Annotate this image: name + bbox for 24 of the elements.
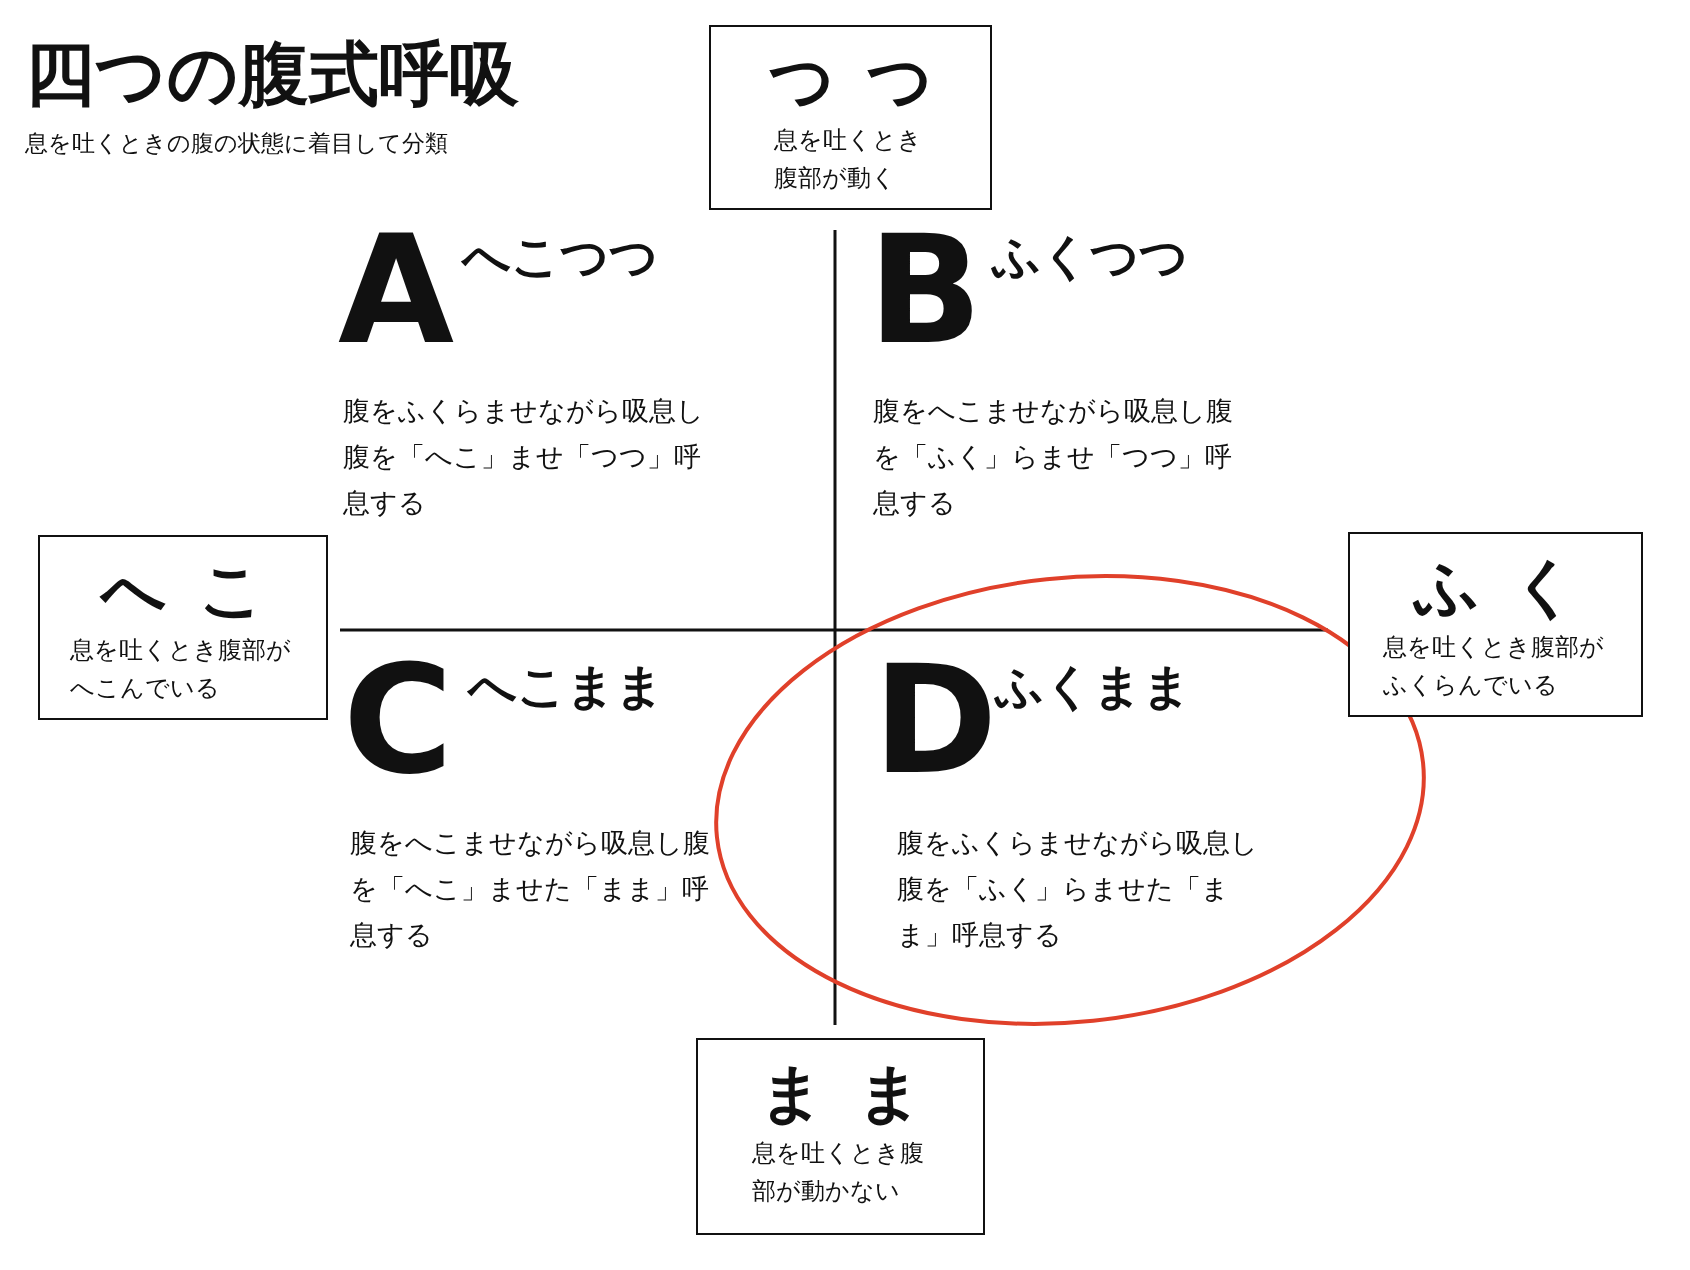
category-box (1348, 532, 1643, 717)
category-box (696, 1038, 985, 1235)
quadrant-description: 腹をふくらませながら吸息し腹を「ふく」らませた「まま」呼息する (897, 826, 1259, 952)
box-heading: まま (758, 1058, 955, 1129)
quadrant-name: へこつつ (462, 232, 658, 280)
category-box (709, 25, 992, 210)
box-description: 息を吐くとき腹部がふくらんでいる (1382, 632, 1605, 702)
quadrant-description: 腹をへこませながら吸息し腹を「ふく」らませ「つつ」呼息する (873, 394, 1234, 520)
box-description: 息を吐くとき腹部が動く (773, 125, 923, 195)
quadrant-name: ふくつつ (992, 232, 1188, 280)
title: 四つの腹式呼吸 (25, 32, 519, 117)
subtitle: 息を吐くときの腹の状態に着目して分類 (25, 129, 448, 158)
category-box (38, 535, 328, 720)
quadrant-description: 腹をふくらませながら吸息し腹を「へこ」ませ「つつ」呼息する (343, 394, 705, 520)
box-description: 息を吐くとき腹部が動かない (751, 1138, 925, 1208)
box-heading: ふく (1413, 552, 1610, 623)
box-description: 息を吐くとき腹部がへこんでいる (70, 635, 293, 705)
quadrant-letter: C (343, 645, 454, 795)
quadrant-letter: B (868, 215, 983, 365)
quadrant-description: 腹をへこませながら吸息し腹を「へこ」ませた「まま」呼息する (350, 826, 711, 952)
quadrant-letter: A (338, 215, 455, 365)
box-heading: へこ (101, 555, 297, 626)
quadrant-name: へこまま (468, 662, 664, 710)
box-heading: つつ (768, 45, 965, 116)
